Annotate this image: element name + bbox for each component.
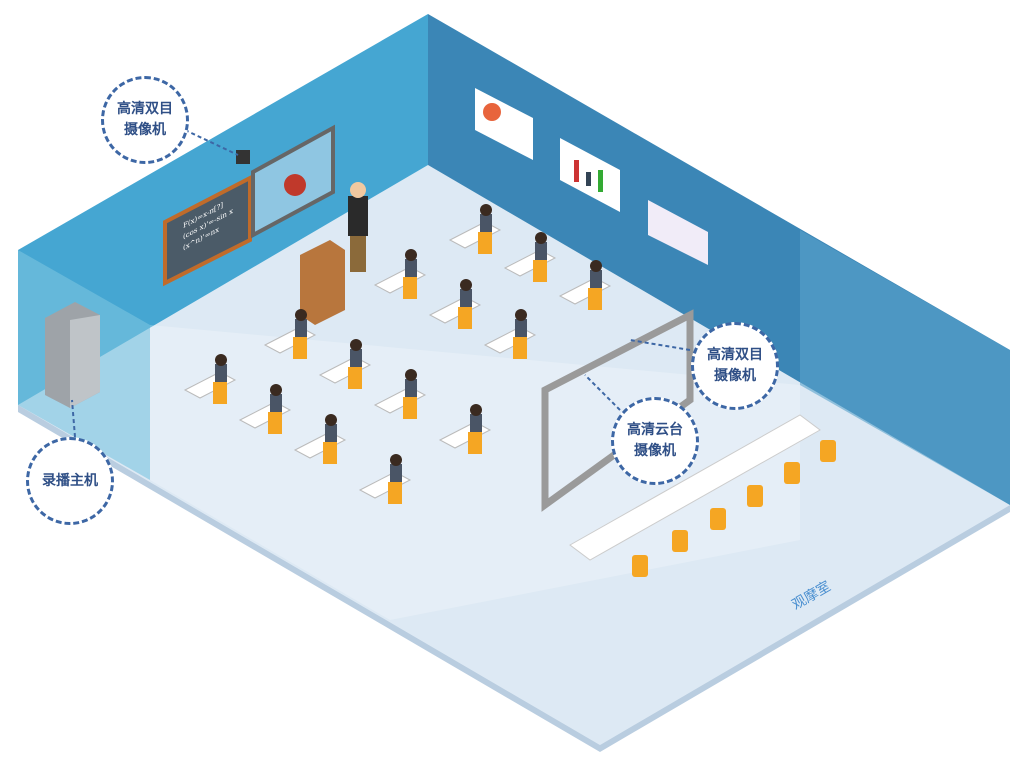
callout-text: 高清云台 (627, 422, 683, 438)
poster-info (648, 200, 708, 265)
student (270, 394, 282, 412)
observation-chair (747, 485, 763, 507)
poster-bar (598, 170, 603, 192)
podium (300, 240, 345, 325)
dual-camera-left-device (236, 150, 250, 164)
chair (478, 232, 492, 254)
blackboard (163, 174, 252, 287)
teacher-head (350, 182, 366, 198)
floor (18, 165, 1010, 745)
chair (513, 337, 527, 359)
student (295, 319, 307, 337)
chair (468, 432, 482, 454)
student-head (460, 279, 472, 291)
student-head (325, 414, 337, 426)
poster-bar (586, 172, 591, 186)
student-head (215, 354, 227, 366)
callout-text: 摄像机 (124, 122, 166, 138)
chair (388, 482, 402, 504)
student (405, 379, 417, 397)
student (535, 242, 547, 260)
chair (403, 397, 417, 419)
student (470, 414, 482, 432)
server-side (70, 315, 100, 408)
observation-chair (784, 462, 800, 484)
callout-connector (184, 129, 239, 156)
student-head (535, 232, 547, 244)
observation-chair (632, 555, 648, 577)
chair (458, 307, 472, 329)
student (515, 319, 527, 337)
observation-chairs (632, 440, 836, 577)
observation-chair (710, 508, 726, 530)
front-glass (150, 325, 800, 620)
callout-connector (71, 399, 76, 438)
teacher (348, 196, 368, 236)
student-head (295, 309, 307, 321)
callout-ptz-camera: 高清云台摄像机 (611, 397, 699, 485)
chair (533, 260, 547, 282)
callout-dual-camera-left: 高清双目摄像机 (101, 76, 189, 164)
student (350, 349, 362, 367)
observation-window (541, 309, 694, 512)
poster-pie (483, 103, 501, 121)
callout-text: 录播主机 (42, 472, 98, 489)
student (325, 424, 337, 442)
callout-connector (584, 374, 621, 411)
chair (268, 412, 282, 434)
student-head (350, 339, 362, 351)
student-head (590, 260, 602, 272)
callout-dual-camera-right: 高清双目摄像机 (691, 322, 779, 410)
student (405, 259, 417, 277)
student-head (405, 369, 417, 381)
student (215, 364, 227, 382)
callout-text: 摄像机 (714, 368, 756, 384)
callout-text: 高清双目 (707, 347, 763, 363)
student (390, 464, 402, 482)
observation-chair (672, 530, 688, 552)
student (590, 270, 602, 288)
partition-glass (800, 230, 1010, 505)
student-head (480, 204, 492, 216)
chair (293, 337, 307, 359)
student-head (515, 309, 527, 321)
callout-text: 摄像机 (634, 443, 676, 459)
student (480, 214, 492, 232)
callout-recorder: 录播主机 (26, 437, 114, 525)
teacher-legs (350, 236, 366, 272)
chair (213, 382, 227, 404)
observation-table (569, 414, 821, 561)
chair (588, 288, 602, 310)
chair (323, 442, 337, 464)
student-head (270, 384, 282, 396)
poster-bar (574, 160, 579, 182)
student-head (390, 454, 402, 466)
chair (403, 277, 417, 299)
screen-target (284, 174, 306, 196)
callout-text: 高清双目 (117, 101, 173, 117)
student-head (470, 404, 482, 416)
callout-connector (629, 339, 691, 351)
student (460, 289, 472, 307)
chair (348, 367, 362, 389)
student-head (405, 249, 417, 261)
desk-group (183, 204, 612, 504)
observation-chair (820, 440, 836, 462)
